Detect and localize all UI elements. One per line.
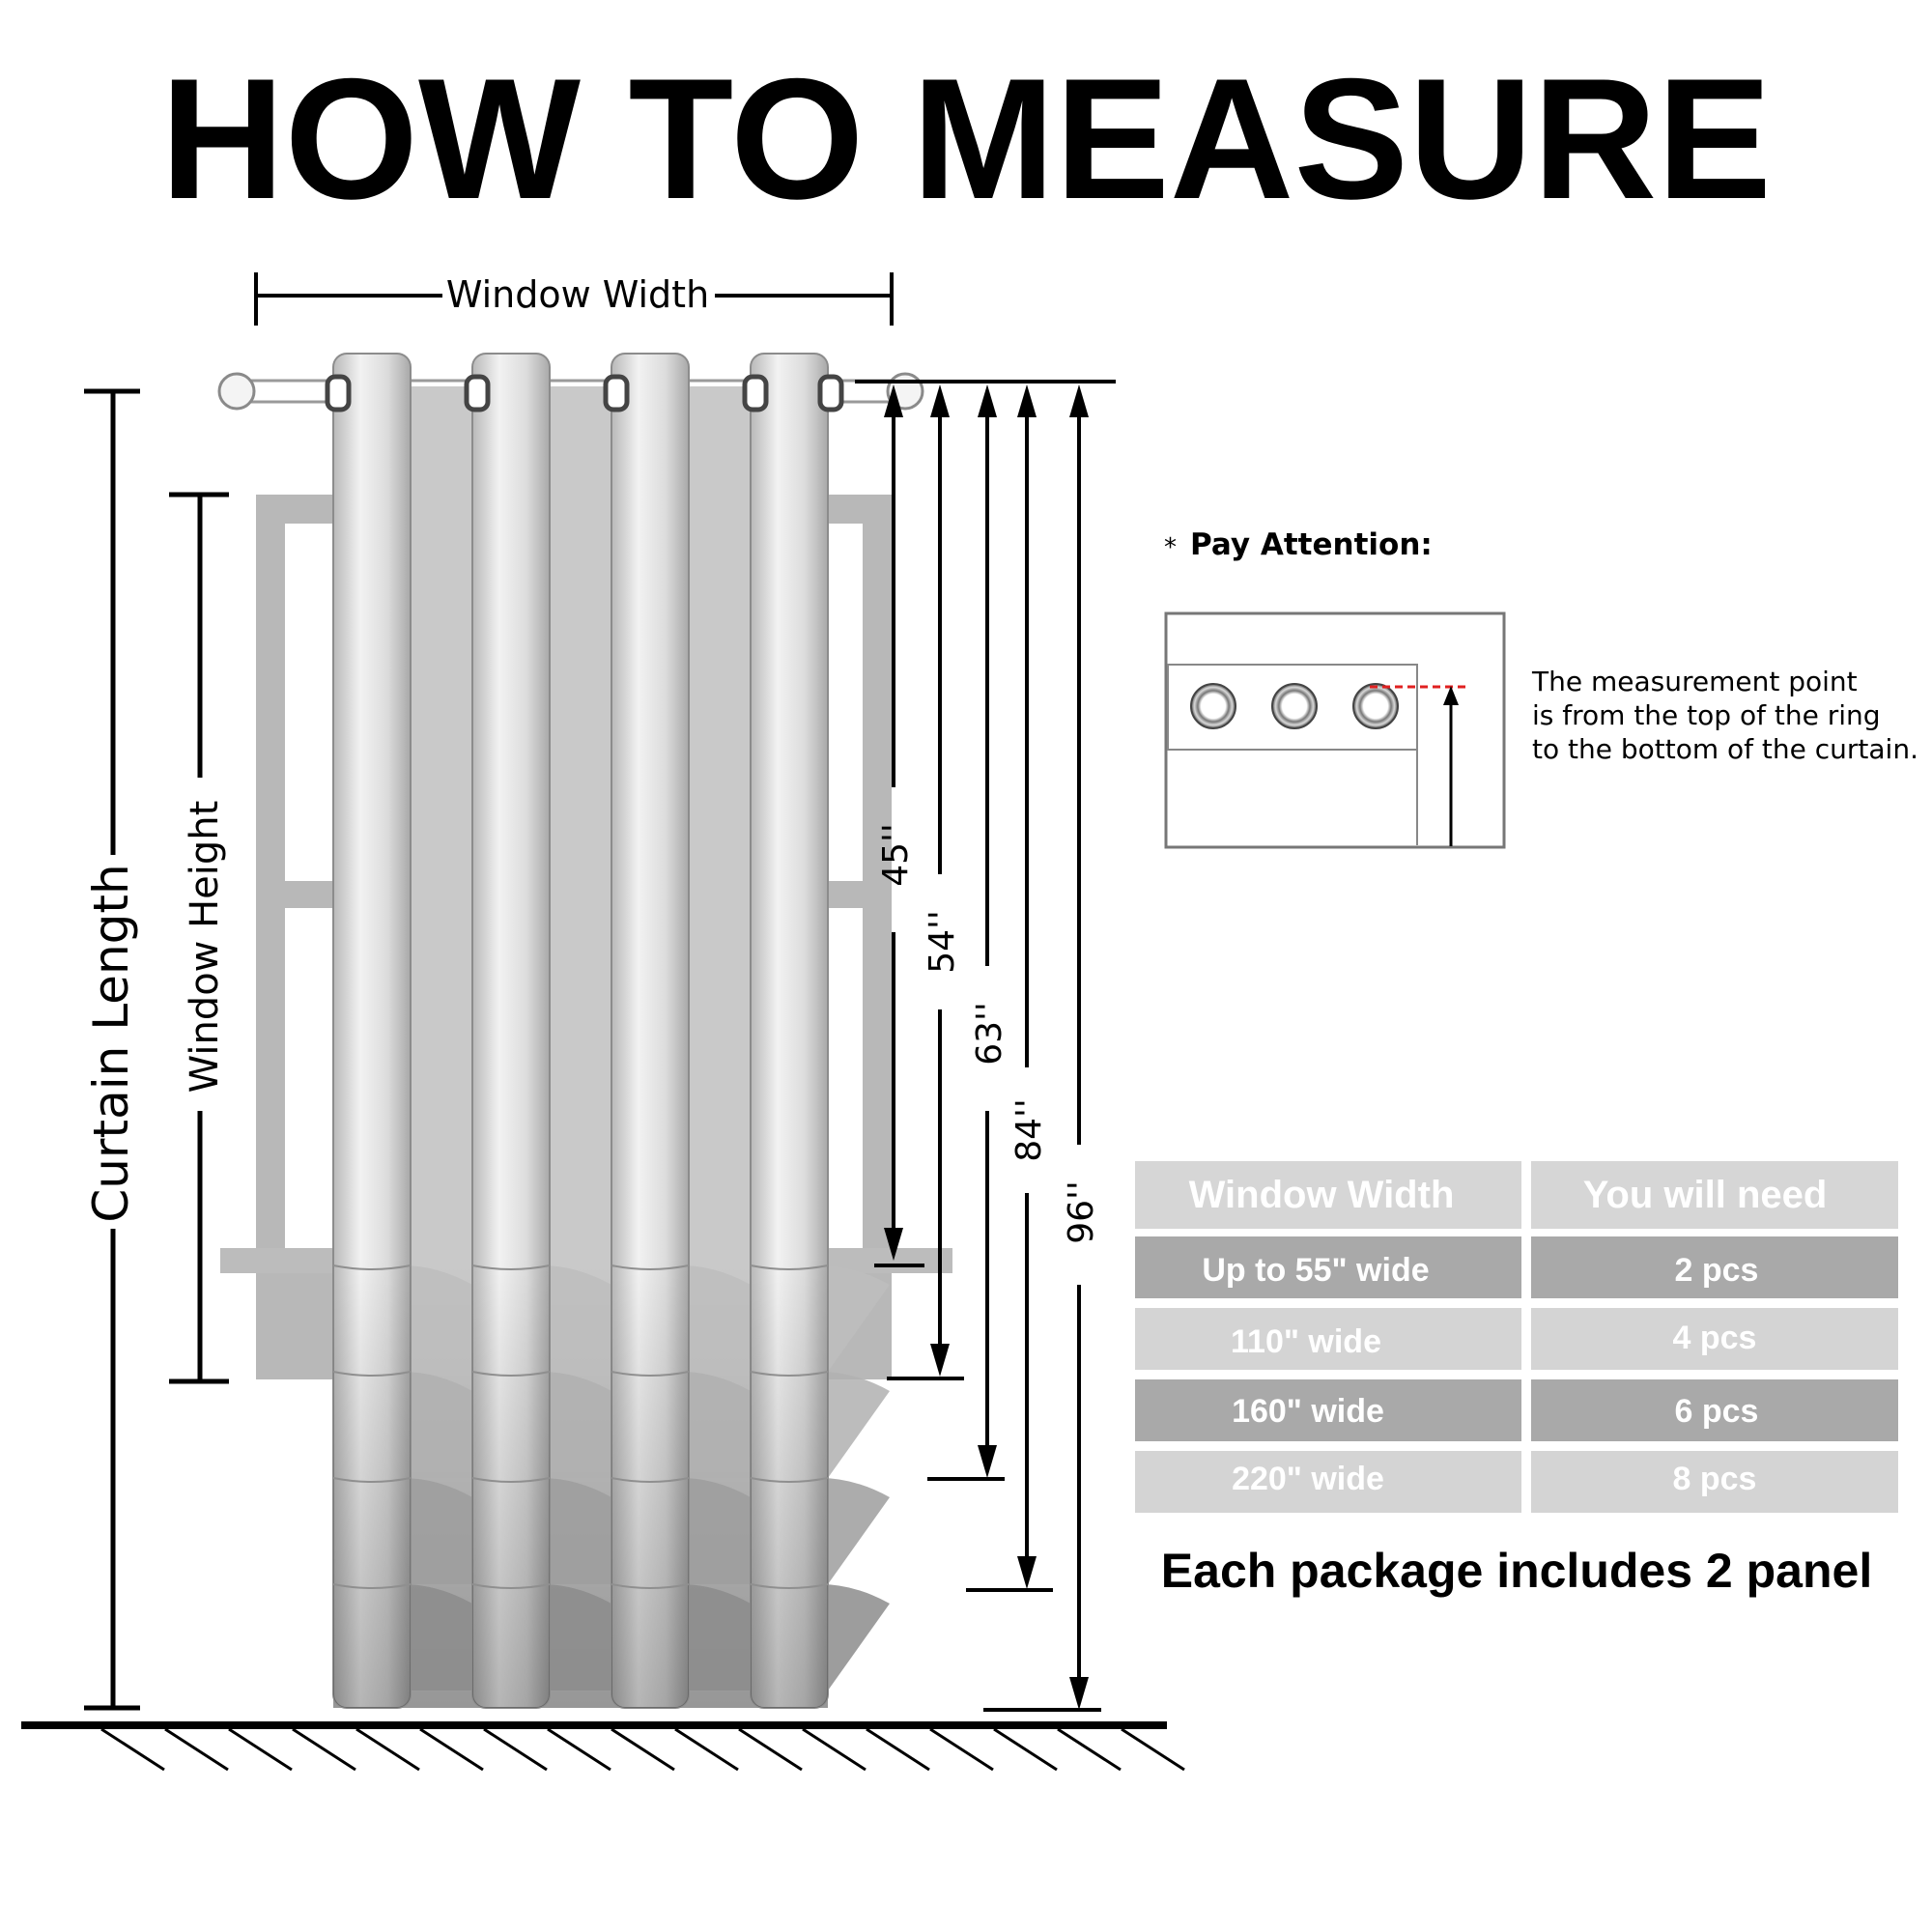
arrow-up-icon	[884, 384, 903, 417]
window-height-dimension: Window Height	[169, 492, 229, 1384]
page-title: HOW TO MEASURE	[160, 43, 1772, 235]
table-cell-need: 8 pcs	[1673, 1461, 1757, 1497]
table-cell-width: 160" wide	[1232, 1393, 1384, 1430]
table-row: 110" wide 4 pcs	[1135, 1308, 1898, 1370]
table-cell-width: 220" wide	[1232, 1461, 1384, 1497]
length-label: 84''	[1009, 1098, 1049, 1162]
arrow-down-icon	[1017, 1556, 1037, 1589]
table-row: Up to 55" wide 2 pcs	[1135, 1236, 1898, 1298]
pay-attention-heading: Pay Attention:	[1190, 527, 1433, 562]
arrow-up-icon	[1069, 384, 1089, 417]
arrow-up-icon	[930, 384, 950, 417]
window-height-label: Window Height	[183, 801, 227, 1094]
table-header: You will need	[1583, 1174, 1828, 1216]
table-cell-width: 110" wide	[1231, 1323, 1381, 1360]
table-cell-width: Up to 55" wide	[1202, 1252, 1429, 1289]
table-header: Window Width	[1189, 1174, 1455, 1216]
arrow-down-icon	[978, 1445, 997, 1478]
note-line: to the bottom of the curtain.	[1532, 733, 1918, 765]
length-label: 54''	[923, 910, 962, 974]
package-note: Each package includes 2 panel	[1161, 1544, 1872, 1598]
table-cell-need: 2 pcs	[1675, 1252, 1759, 1289]
length-label: 96''	[1062, 1180, 1101, 1244]
arrow-down-icon	[884, 1228, 903, 1261]
table-row: 160" wide 6 pcs	[1135, 1379, 1898, 1441]
panels-table: Window Width You will need Up to 55" wid…	[1135, 1161, 1898, 1513]
arrow-up-icon	[1017, 384, 1037, 417]
ring-icon	[1271, 683, 1318, 729]
arrow-down-icon	[1069, 1677, 1089, 1710]
asterisk-icon: *	[1164, 533, 1177, 562]
ring-icon	[1352, 683, 1399, 729]
table-row: 220" wide 8 pcs	[1135, 1451, 1898, 1513]
table-cell-need: 6 pcs	[1675, 1393, 1759, 1430]
ring-icon	[1190, 683, 1236, 729]
arrow-up-icon	[1443, 686, 1459, 705]
length-label: 63''	[970, 1002, 1009, 1065]
arrow-up-icon	[978, 384, 997, 417]
window-width-dimension: Window Width	[254, 272, 894, 326]
note-line: is from the top of the ring	[1532, 699, 1881, 731]
curtain-length-dimension: Curtain Length	[83, 388, 140, 1711]
window-width-label: Window Width	[446, 273, 709, 316]
curtain-panel	[325, 353, 890, 1709]
note-line: The measurement point	[1531, 666, 1858, 697]
arrow-down-icon	[930, 1344, 950, 1377]
length-label: 45''	[876, 823, 916, 887]
pay-attention-section: * Pay Attention: The measurement point i…	[1164, 527, 1918, 849]
curtain-length-label: Curtain Length	[83, 864, 139, 1222]
floor	[21, 1721, 1185, 1772]
table-cell-need: 4 pcs	[1673, 1320, 1757, 1356]
length-dimensions: 45''54''63''84'' 96''	[855, 380, 1116, 1712]
